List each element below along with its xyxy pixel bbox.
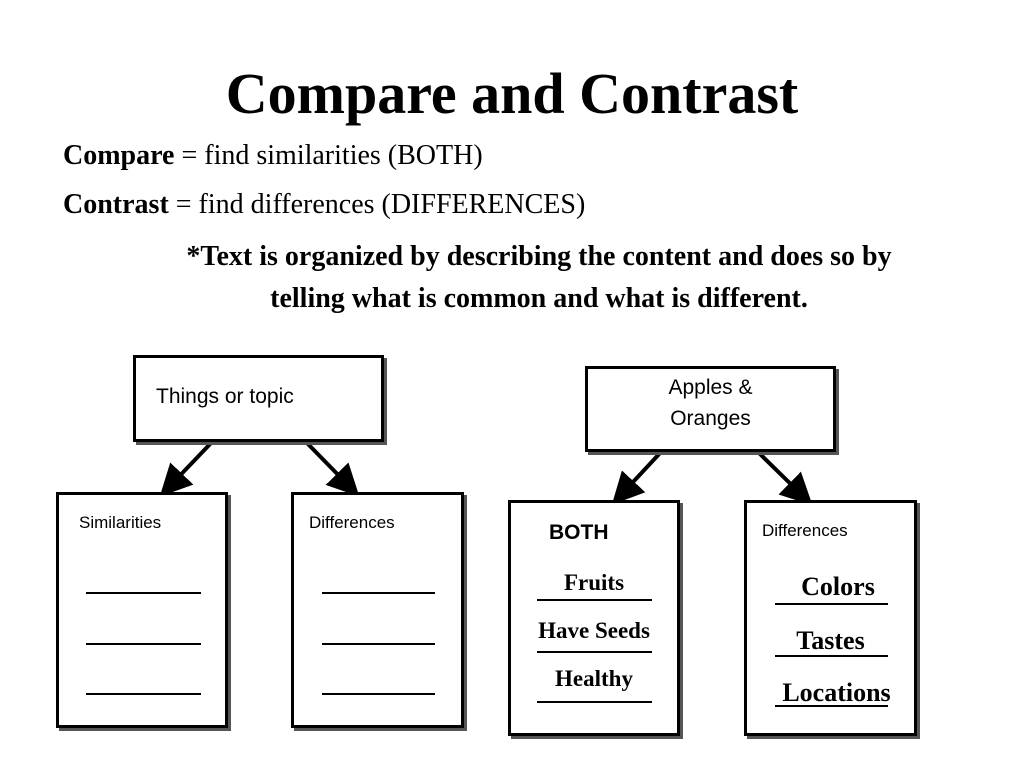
note-line-1: *Text is organized by describing the con…: [186, 241, 892, 272]
example-differences-box: Differences Colors Tastes Locations: [744, 500, 917, 736]
answer-line: [775, 655, 888, 657]
contrast-definition: Contrast = find differences (DIFFERENCES…: [63, 188, 585, 222]
example-topic-box: Apples & Oranges: [585, 366, 836, 452]
compare-meaning: = find similarities (BOTH): [174, 140, 483, 171]
template-topic-label: Things or topic: [156, 385, 294, 408]
template-differences-box: Differences: [291, 492, 464, 728]
example-topic-line-2: Oranges: [670, 407, 751, 430]
template-arrow-right: [304, 440, 360, 497]
answer-line: [775, 603, 888, 605]
both-item-fruits: Fruits: [563, 570, 625, 595]
template-differences-label: Differences: [309, 513, 395, 532]
similarities-box: Similarities: [56, 492, 228, 728]
slide-title: Compare and Contrast: [225, 61, 799, 126]
contrast-meaning: = find differences (DIFFERENCES): [168, 189, 586, 220]
compare-definition: Compare = find similarities (BOTH): [63, 139, 483, 173]
template-arrow-left: [159, 440, 214, 497]
blank-line: [322, 592, 435, 594]
both-item-healthy: Healthy: [555, 666, 633, 691]
blank-line: [86, 592, 201, 594]
answer-line: [537, 701, 652, 703]
template-topic-box: Things or topic: [133, 355, 384, 442]
note-line-2: telling what is common and what is diffe…: [270, 283, 808, 314]
both-box: BOTH Fruits Have Seeds Healthy: [508, 500, 680, 736]
blank-line: [86, 643, 201, 645]
example-topic-label: Apples & Oranges: [588, 372, 833, 434]
blank-line: [86, 693, 201, 695]
differences-item-tastes: Tastes: [796, 626, 865, 655]
compare-term: Compare: [63, 140, 175, 171]
organization-note: *Text is organized by describing the con…: [104, 236, 974, 320]
answer-line: [537, 651, 652, 653]
blank-line: [322, 643, 435, 645]
answer-line: [537, 599, 652, 601]
answer-line: [775, 705, 888, 707]
example-arrow-right: [756, 450, 813, 506]
blank-line: [322, 693, 435, 695]
similarities-label: Similarities: [79, 513, 162, 532]
both-label: BOTH: [549, 521, 609, 544]
example-topic-line-1: Apples &: [668, 376, 753, 399]
contrast-term: Contrast: [63, 189, 169, 220]
differences-item-colors: Colors: [801, 572, 875, 601]
example-differences-label: Differences: [762, 521, 848, 540]
both-item-have-seeds: Have Seeds: [538, 618, 650, 643]
example-arrow-left: [611, 450, 663, 505]
differences-item-locations: Locations: [782, 678, 891, 707]
